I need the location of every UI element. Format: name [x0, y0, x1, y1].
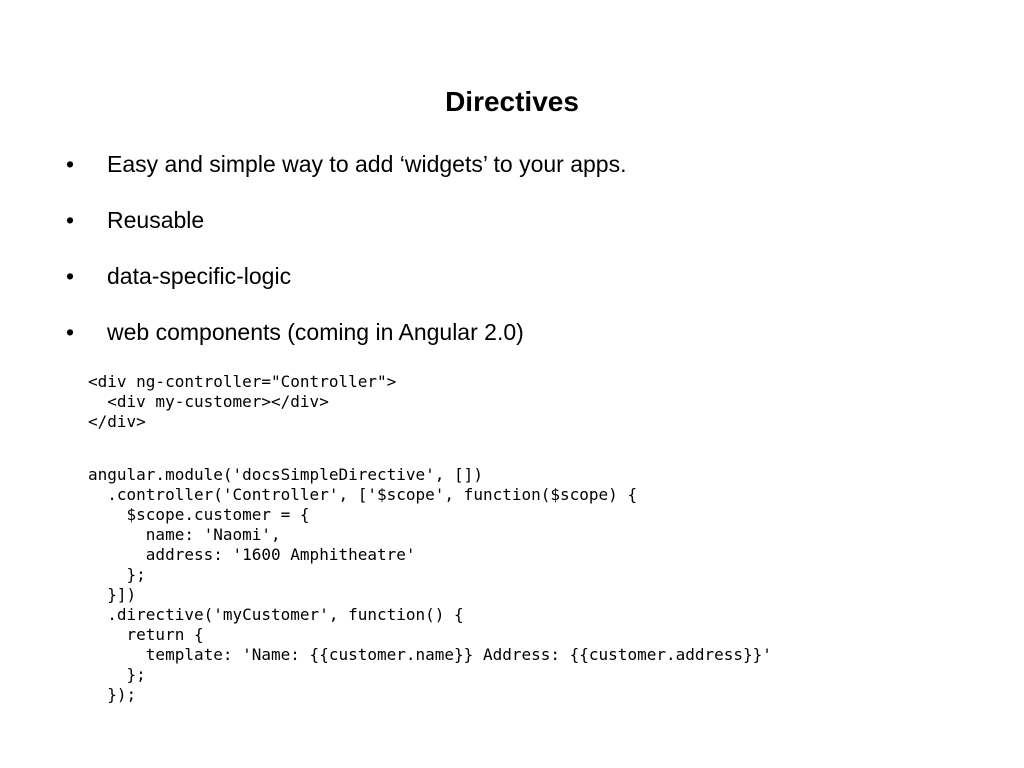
- bullet-text: data-specific-logic: [107, 263, 292, 289]
- bullet-item: • Reusable: [66, 200, 626, 240]
- bullet-list: • Easy and simple way to add ‘widgets’ t…: [66, 144, 626, 368]
- js-code-block: angular.module('docsSimpleDirective', []…: [88, 465, 772, 704]
- bullet-dot-icon: •: [66, 319, 75, 345]
- html-code-block: <div ng-controller="Controller"> <div my…: [88, 372, 397, 431]
- bullet-item: • Easy and simple way to add ‘widgets’ t…: [66, 144, 626, 184]
- bullet-text: web components (coming in Angular 2.0): [107, 319, 524, 345]
- bullet-text: Reusable: [107, 207, 205, 233]
- bullet-dot-icon: •: [66, 263, 75, 289]
- bullet-item: • data-specific-logic: [66, 256, 626, 296]
- slide-title: Directives: [445, 86, 579, 117]
- bullet-dot-icon: •: [66, 151, 75, 177]
- bullet-item: • web components (coming in Angular 2.0): [66, 312, 626, 352]
- bullet-text: Easy and simple way to add ‘widgets’ to …: [107, 151, 627, 177]
- bullet-dot-icon: •: [66, 207, 75, 233]
